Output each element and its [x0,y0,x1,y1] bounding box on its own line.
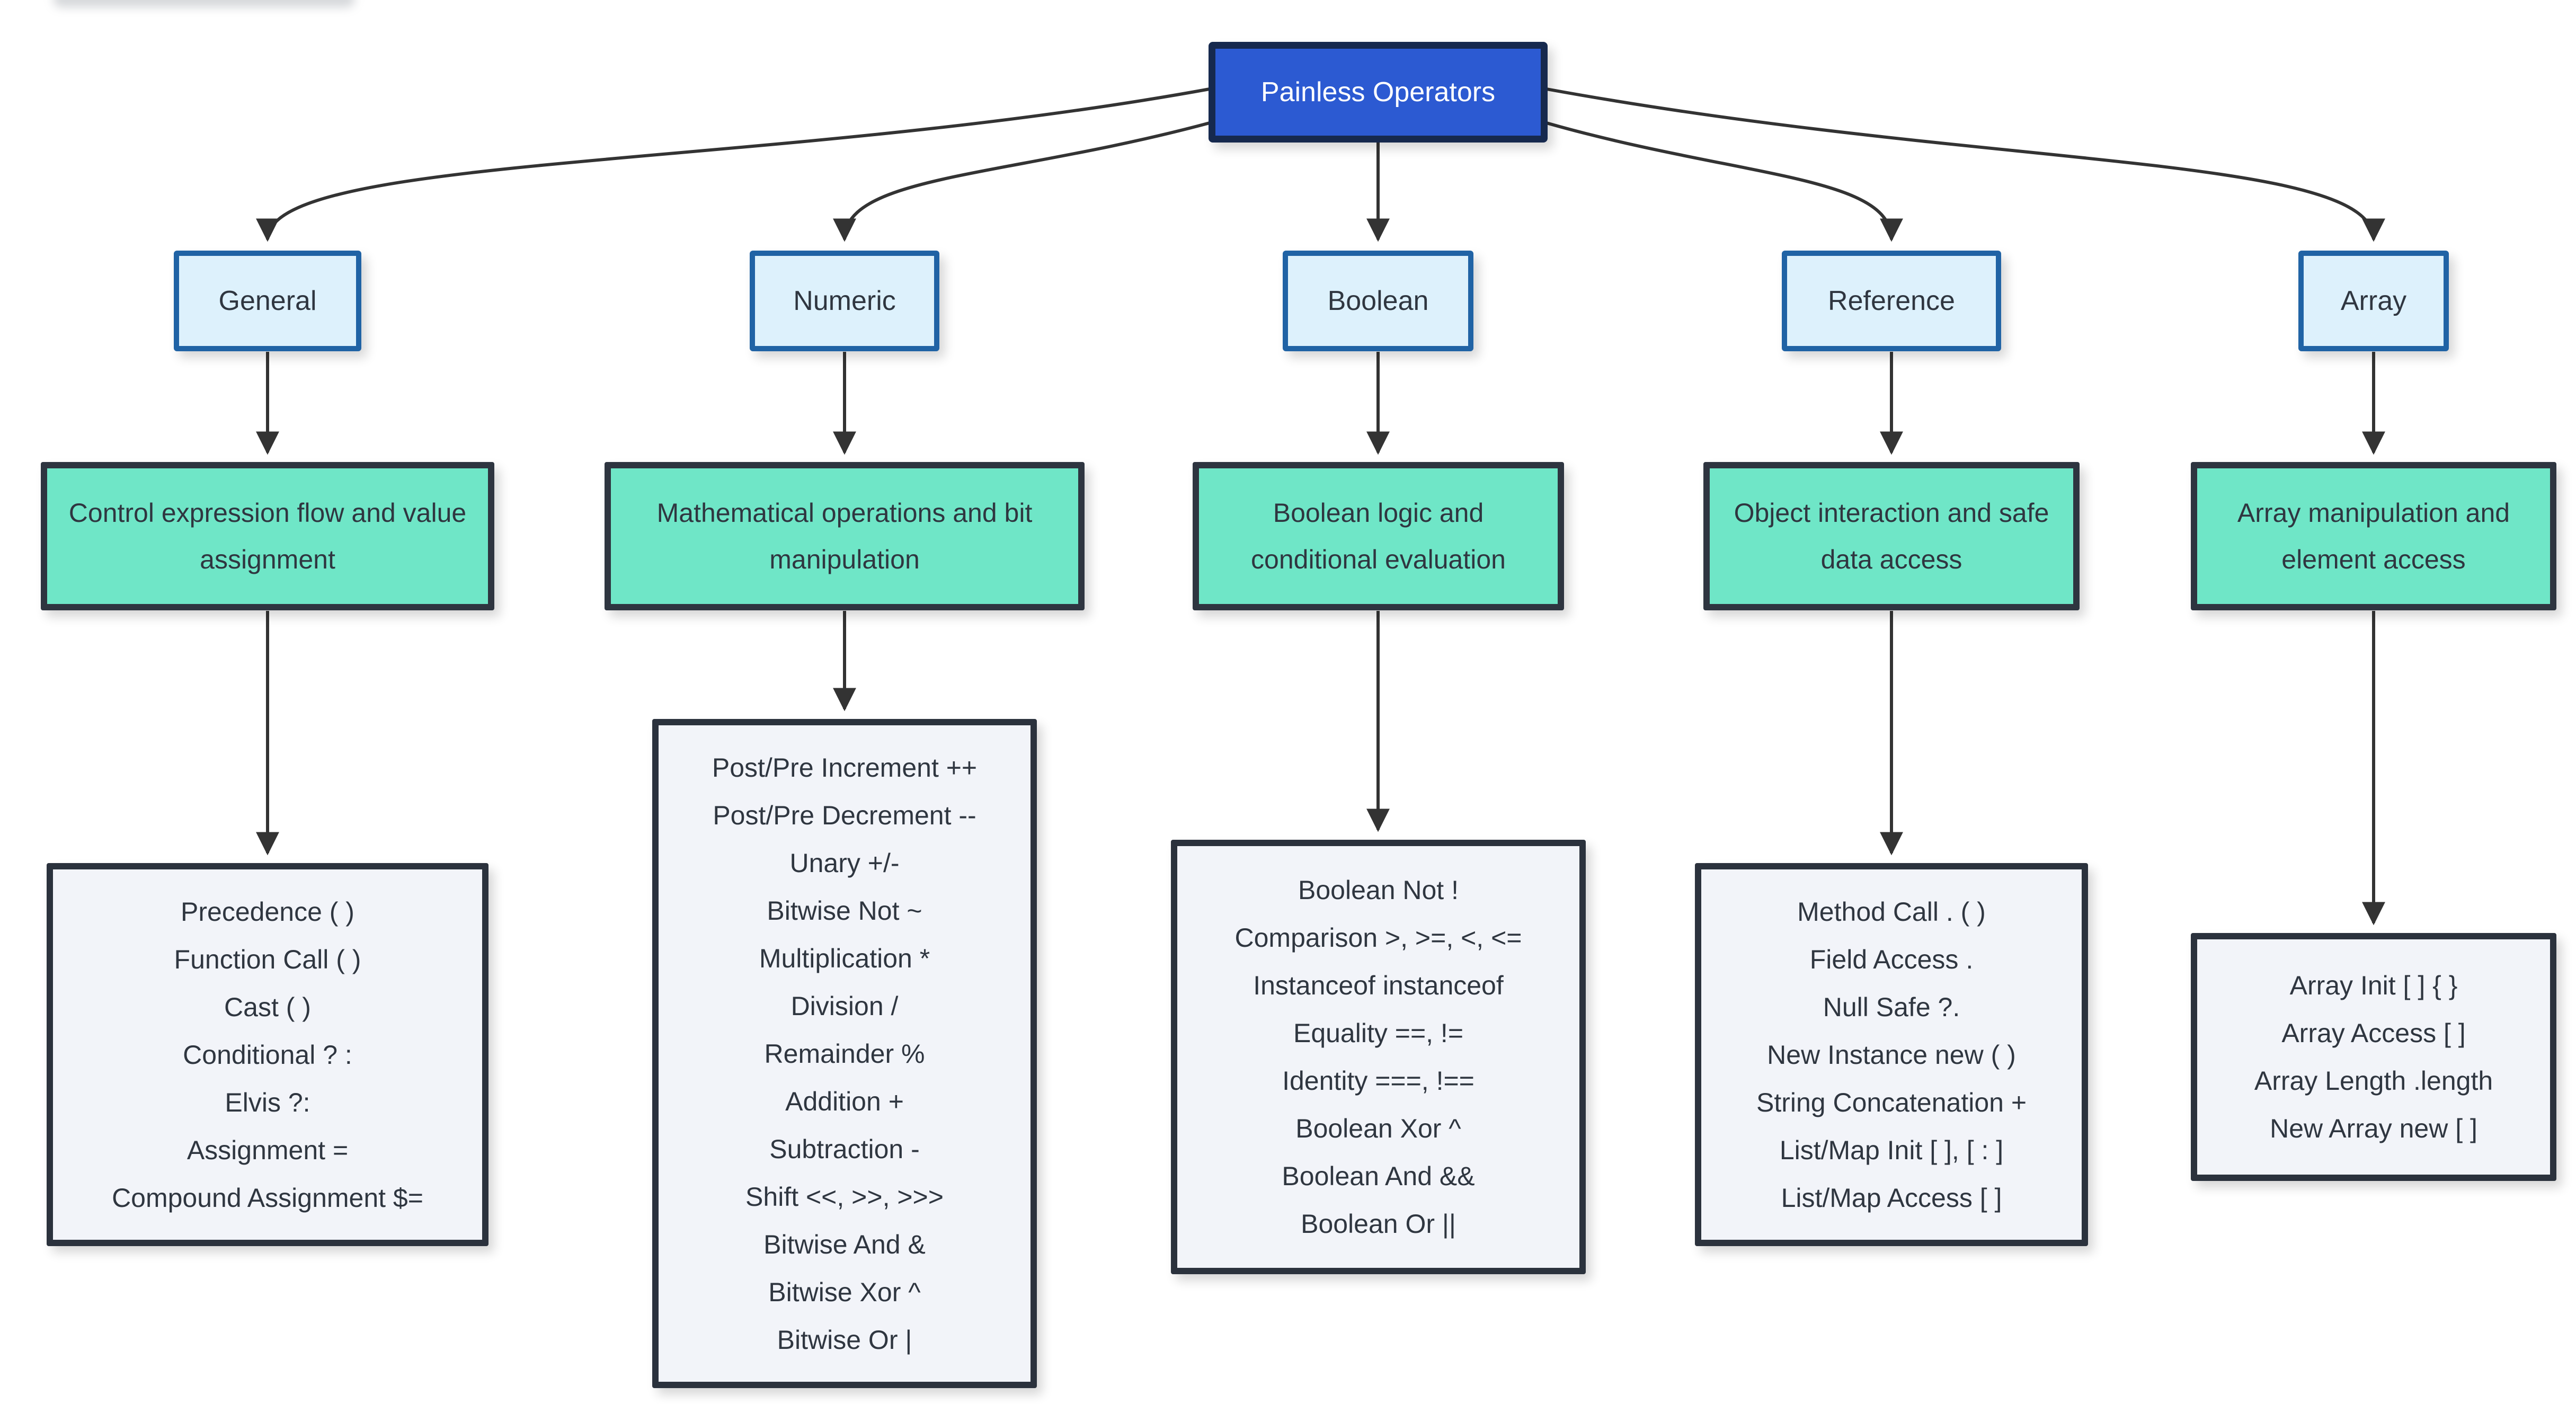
operator-item: List/Map Access [ ] [1781,1183,2002,1213]
operator-item: Field Access . [1809,944,1974,974]
category-label: Numeric [793,286,896,316]
operator-item: List/Map Init [ ], [ : ] [1779,1135,2004,1165]
operator-item: Null Safe ?. [1823,992,1960,1022]
connector-root-to-general [256,87,1210,242]
category-label: Boolean [1327,286,1429,316]
top-edge-artifact [53,0,355,7]
operator-item: Bitwise And & [763,1229,926,1259]
category-node-boolean: Boolean [1283,251,1473,351]
operator-item: New Instance new ( ) [1767,1039,2016,1070]
operator-list-reference: Method Call . ( ) Field Access . Null Safe… [1695,863,2088,1246]
operator-list-boolean: Boolean Not ! Comparison >, >=, <, <= Inst… [1171,840,1586,1274]
description-node-general: Control expression flow and value assign… [41,462,494,610]
operator-list-numeric: Post/Pre Increment ++ Post/Pre Decrement … [652,719,1037,1388]
operator-list-general: Precedence ( ) Function Call ( ) Cast ( ) C… [47,863,488,1246]
description-label: Array manipulation and element access [2237,498,2510,574]
operator-item: Comparison >, >=, <, <= [1234,923,1522,953]
operator-item: Identity ===, !== [1282,1066,1474,1096]
connector-root-to-numeric [833,121,1210,242]
description-label: Object interaction and safe data access [1734,498,2049,574]
operator-item: Array Init [ ] { } [2289,971,2458,1000]
operator-item: Method Call . ( ) [1797,896,1986,927]
operator-item: New Array new [ ] [2270,1114,2477,1143]
root-node-label: Painless Operators [1260,77,1496,108]
description-node-reference: Object interaction and safe data access [1703,462,2080,610]
description-label: Boolean logic and conditional evaluation [1251,498,1506,574]
operator-item: Boolean And && [1282,1161,1475,1191]
operator-item: Function Call ( ) [174,944,361,974]
description-node-array: Array manipulation and element access [2191,462,2556,610]
operator-item: Instanceof instanceof [1253,971,1504,1000]
category-node-general: General [174,251,361,351]
description-node-numeric: Mathematical operations and bit manipula… [605,462,1085,610]
operator-item: String Concatenation + [1756,1087,2027,1117]
operator-item: Shift <<, >>, >>> [745,1181,944,1212]
operator-item: Multiplication * [759,943,930,973]
connector-root-to-array [1546,87,2385,242]
operator-item: Precedence ( ) [181,896,354,927]
category-node-array: Array [2298,251,2449,351]
operator-item: Addition + [785,1086,904,1116]
operator-item: Bitwise Xor ^ [768,1277,921,1307]
description-label: Control expression flow and value assign… [68,498,467,574]
operator-item: Boolean Xor ^ [1295,1114,1461,1143]
category-label: General [218,286,317,316]
operator-item: Conditional ? : [183,1039,352,1070]
operator-item: Compound Assignment $= [112,1183,423,1213]
description-node-boolean: Boolean logic and conditional evaluation [1193,462,1564,610]
operator-item: Assignment = [186,1135,349,1165]
connector-root-to-reference [1546,121,1903,242]
operator-item: Bitwise Or | [777,1325,912,1355]
operator-item: Boolean Or || [1301,1209,1456,1239]
description-label: Mathematical operations and bit manipula… [656,498,1033,574]
operator-item: Subtraction - [769,1134,920,1164]
category-node-reference: Reference [1782,251,2001,351]
operator-item: Array Length .length [2254,1066,2493,1096]
operator-item: Array Access [ ] [2281,1018,2466,1048]
operator-item: Equality ==, != [1293,1018,1464,1048]
operator-item: Remainder % [764,1038,925,1069]
operator-list-array: Array Init [ ] { } Array Access [ ] Array … [2191,933,2556,1181]
category-label: Reference [1828,286,1955,316]
root-node-painless-operators: Painless Operators [1209,42,1548,143]
operator-item: Post/Pre Decrement -- [713,800,976,830]
category-node-numeric: Numeric [750,251,939,351]
operator-item: Cast ( ) [224,992,311,1022]
operator-item: Division / [790,991,899,1021]
operator-item: Unary +/- [789,848,900,878]
operator-item: Post/Pre Increment ++ [712,752,978,783]
category-label: Array [2340,286,2407,316]
operator-item: Boolean Not ! [1298,875,1459,905]
operator-item: Bitwise Not ~ [767,895,922,926]
operator-item: Elvis ?: [225,1087,310,1117]
